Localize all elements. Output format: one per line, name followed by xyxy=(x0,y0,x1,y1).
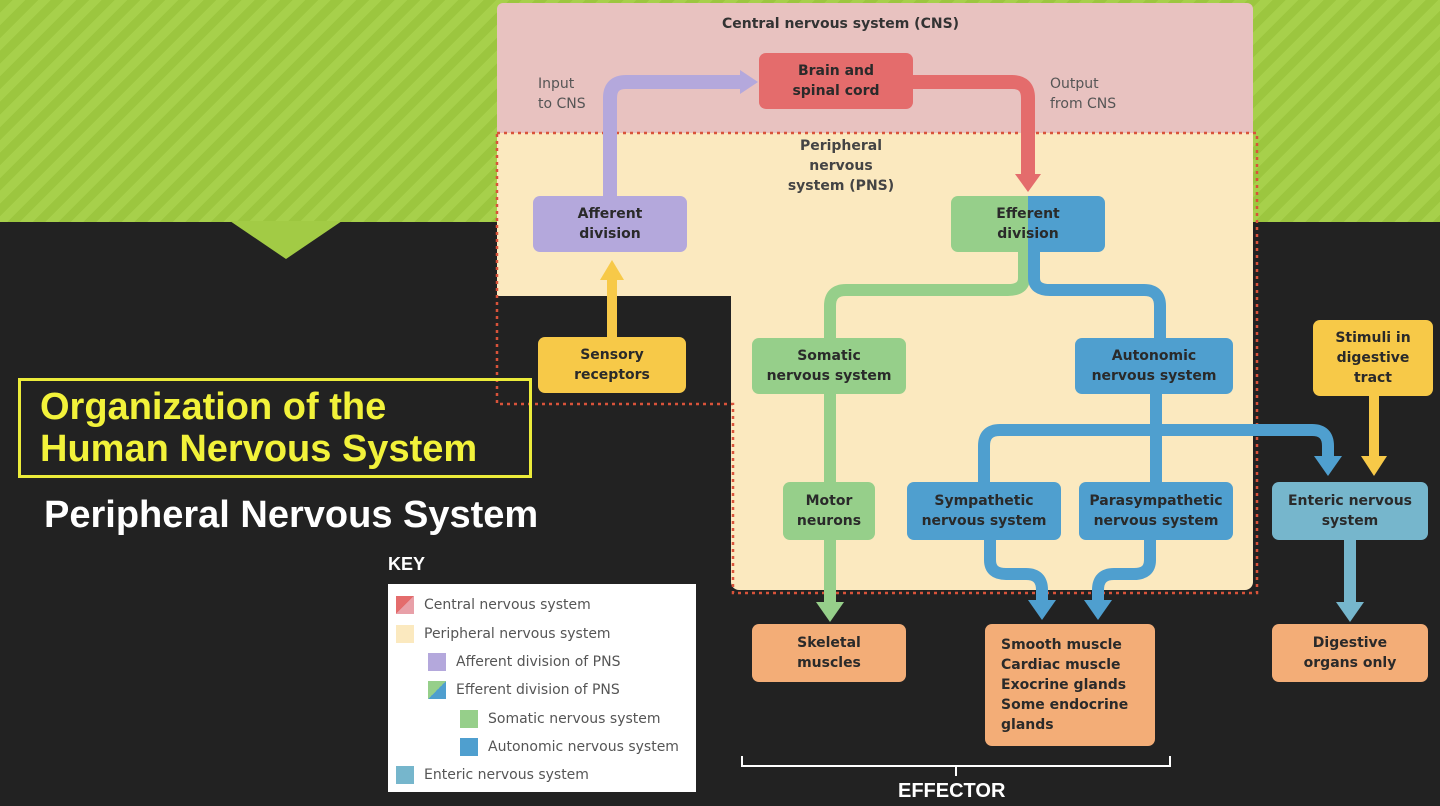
enteric-nervous-system-box: Enteric nervous system xyxy=(1272,482,1428,540)
arrowhead-output xyxy=(1015,174,1041,192)
efferent-division-box: Efferent division xyxy=(951,196,1105,252)
swatch-autonomic xyxy=(460,738,478,756)
key-item-autonomic: Autonomic nervous system xyxy=(460,738,679,756)
key-label-cns: Central nervous system xyxy=(424,597,591,613)
effector-bracket xyxy=(741,756,1171,776)
arrowhead-smooth-left xyxy=(1028,600,1056,620)
key-item-somatic: Somatic nervous system xyxy=(460,710,661,728)
arrow-autonomic-to-enteric xyxy=(1156,424,1334,458)
smooth-muscle-box: Smooth muscle Cardiac muscle Exocrine gl… xyxy=(985,624,1155,746)
motor-neurons-box: Motor neurons xyxy=(783,482,875,540)
key-label-afferent: Afferent division of PNS xyxy=(456,654,621,670)
arrow-afferent-to-brain xyxy=(603,75,742,198)
digestive-organs-box: Digestive organs only xyxy=(1272,624,1428,682)
autonomic-nervous-system-box: Autonomic nervous system xyxy=(1075,338,1233,394)
arrow-brain-to-efferent xyxy=(912,75,1035,176)
swatch-somatic xyxy=(460,710,478,728)
arrowhead-skeletal xyxy=(816,602,844,622)
swatch-afferent xyxy=(428,653,446,671)
efferent-division-label: Efferent division xyxy=(996,206,1060,242)
arrowhead-enteric-blue xyxy=(1314,456,1342,476)
pns-boundary xyxy=(495,131,1259,595)
sensory-receptors-box: Sensory receptors xyxy=(538,337,686,393)
key-label-autonomic: Autonomic nervous system xyxy=(488,739,679,755)
key-label-enteric: Enteric nervous system xyxy=(424,767,589,783)
arrowhead-digestive xyxy=(1336,602,1364,622)
arrow-efferent-to-autonomic xyxy=(1028,250,1166,340)
stimuli-digestive-tract-box: Stimuli in digestive tract xyxy=(1313,320,1433,396)
arrowhead-stimuli xyxy=(1361,456,1387,476)
key-legend: Central nervous system Peripheral nervou… xyxy=(388,584,696,792)
effector-label: EFFECTOR xyxy=(898,780,1006,802)
brain-spinal-cord-box: Brain and spinal cord xyxy=(759,53,913,109)
pns-label: Peripheral nervous system (PNS) xyxy=(787,138,895,194)
key-title: KEY xyxy=(388,554,426,574)
key-label-pns: Peripheral nervous system xyxy=(424,626,611,642)
swatch-efferent xyxy=(428,681,446,699)
swatch-pns xyxy=(396,625,414,643)
key-label-somatic: Somatic nervous system xyxy=(488,711,661,727)
page-subtitle: Peripheral Nervous System xyxy=(44,494,539,536)
arrowhead-sensory xyxy=(600,260,624,280)
key-item-efferent: Efferent division of PNS xyxy=(428,681,620,699)
arrow-parasympathetic-to-smooth xyxy=(1092,540,1156,602)
somatic-nervous-system-box: Somatic nervous system xyxy=(752,338,906,394)
arrow-sympathetic-to-smooth xyxy=(984,540,1048,602)
cns-label: Central nervous system (CNS) xyxy=(722,16,960,32)
swatch-enteric xyxy=(396,766,414,784)
page-title: Organization of the Human Nervous System xyxy=(40,386,478,470)
arrowhead-afferent xyxy=(740,70,758,94)
key-item-pns: Peripheral nervous system xyxy=(396,625,611,643)
parasympathetic-nervous-system-box: Parasympathetic nervous system xyxy=(1079,482,1233,540)
output-from-cns-label: Output from CNS xyxy=(1050,76,1117,112)
header-notch xyxy=(230,221,342,259)
key-item-enteric: Enteric nervous system xyxy=(396,766,589,784)
input-to-cns-label: Input to CNS xyxy=(538,76,586,112)
title-frame xyxy=(18,378,532,478)
arrowhead-smooth-right xyxy=(1084,600,1112,620)
skeletal-muscles-box: Skeletal muscles xyxy=(752,624,906,682)
swatch-cns xyxy=(396,596,414,614)
arrow-efferent-to-somatic xyxy=(824,250,1030,340)
sympathetic-nervous-system-box: Sympathetic nervous system xyxy=(907,482,1061,540)
afferent-division-box: Afferent division xyxy=(533,196,687,252)
arrow-autonomic-to-sympathetic xyxy=(978,424,1156,484)
key-item-afferent: Afferent division of PNS xyxy=(428,653,620,671)
key-item-cns: Central nervous system xyxy=(396,596,591,614)
key-label-efferent: Efferent division of PNS xyxy=(456,682,620,698)
